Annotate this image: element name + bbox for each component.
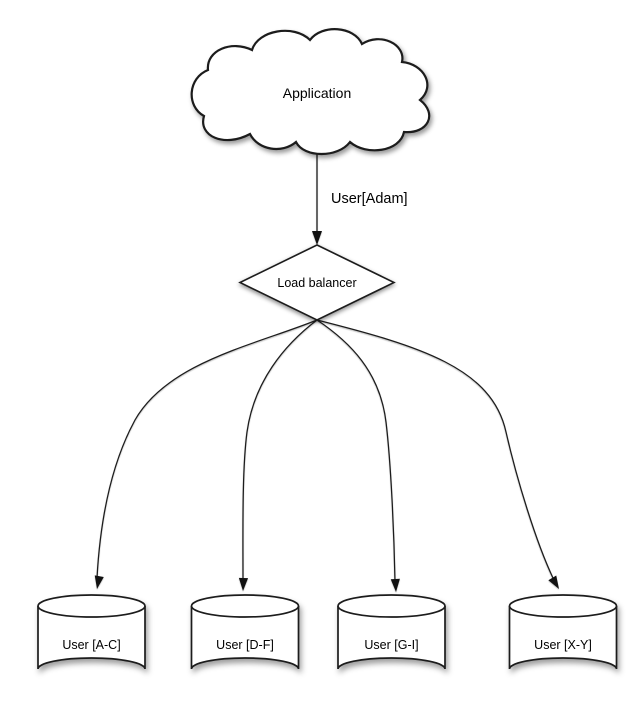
cylinder-body bbox=[190, 606, 300, 670]
node-shard-2: User [D-F] bbox=[190, 594, 300, 670]
shard-1-label: User [A-C] bbox=[62, 638, 120, 652]
shard-2-label: User [D-F] bbox=[216, 638, 274, 652]
node-shard-3: User [G-I] bbox=[337, 594, 446, 670]
edge-loadbalancer-to-shard-2 bbox=[242, 319, 318, 581]
node-shard-4: User [X-Y] bbox=[508, 594, 618, 670]
edge-loadbalancer-to-shard-3 bbox=[316, 319, 396, 582]
edge-label-user-adam: User[Adam] bbox=[331, 191, 408, 207]
edges-layer bbox=[94, 152, 559, 592]
cylinder-top bbox=[337, 594, 446, 618]
edge-loadbalancer-to-shard-4 bbox=[316, 319, 554, 579]
application-label: Application bbox=[283, 85, 352, 101]
cylinder-body bbox=[337, 606, 446, 670]
arrowhead-loadbalancer bbox=[312, 231, 322, 245]
node-application: Application bbox=[190, 28, 431, 155]
cylinder-body bbox=[508, 606, 618, 670]
cylinder-body bbox=[37, 606, 146, 670]
shard-4-label: User [X-Y] bbox=[534, 638, 592, 652]
arrowhead-shard-1 bbox=[94, 575, 104, 589]
cylinder-top bbox=[508, 594, 618, 618]
diamond-shape bbox=[238, 244, 396, 321]
arrowhead-shard-3 bbox=[390, 578, 400, 592]
cylinder-top bbox=[37, 594, 146, 618]
node-shard-1: User [A-C] bbox=[37, 594, 146, 670]
shard-3-label: User [G-I] bbox=[364, 638, 418, 652]
edge-loadbalancer-to-shard-1 bbox=[96, 319, 318, 579]
arrowhead-shard-2 bbox=[238, 577, 249, 591]
arrowhead-shard-4 bbox=[548, 575, 559, 589]
node-load-balancer: Load balancer bbox=[238, 244, 396, 321]
load-balancer-label: Load balancer bbox=[277, 276, 356, 290]
cylinder-top bbox=[190, 594, 300, 618]
cloud-shape bbox=[190, 28, 431, 155]
